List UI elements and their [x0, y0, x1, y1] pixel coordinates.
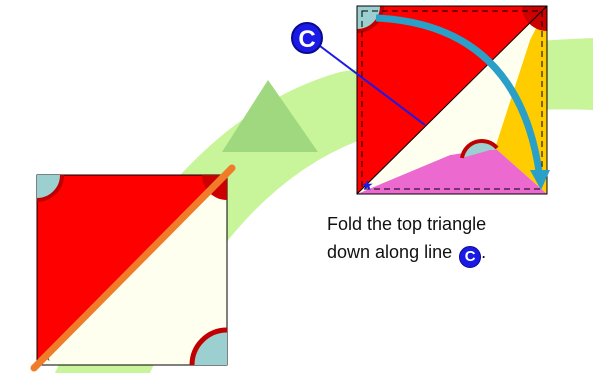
inline-label-c-icon: C — [459, 246, 482, 268]
instruction-caption: Fold the top triangle down along line C. — [327, 210, 486, 268]
orange-fold-line — [30, 164, 236, 372]
corner-arc-top-left — [37, 175, 62, 200]
caption-line-2: down along line C. — [327, 238, 486, 268]
label-c-leader-line — [311, 39, 426, 126]
right-corner-top-left — [357, 6, 382, 31]
curved-arrow-icon — [375, 14, 544, 179]
label-c-icon: C — [291, 22, 323, 54]
curved-arrow-head — [530, 170, 550, 190]
caption-line-2-text: down along line — [327, 242, 453, 262]
corner-arc-bottom-right — [192, 330, 227, 365]
caption-period: . — [481, 242, 487, 262]
star-marker-icon: ★ — [361, 177, 374, 193]
green-arrow-triangle — [222, 80, 318, 152]
caption-line-1: Fold the top triangle — [327, 214, 487, 234]
left-paper-square: ★ — [30, 164, 236, 372]
right-paper-square: ★ — [356, 5, 550, 195]
right-pink-area — [357, 148, 547, 194]
